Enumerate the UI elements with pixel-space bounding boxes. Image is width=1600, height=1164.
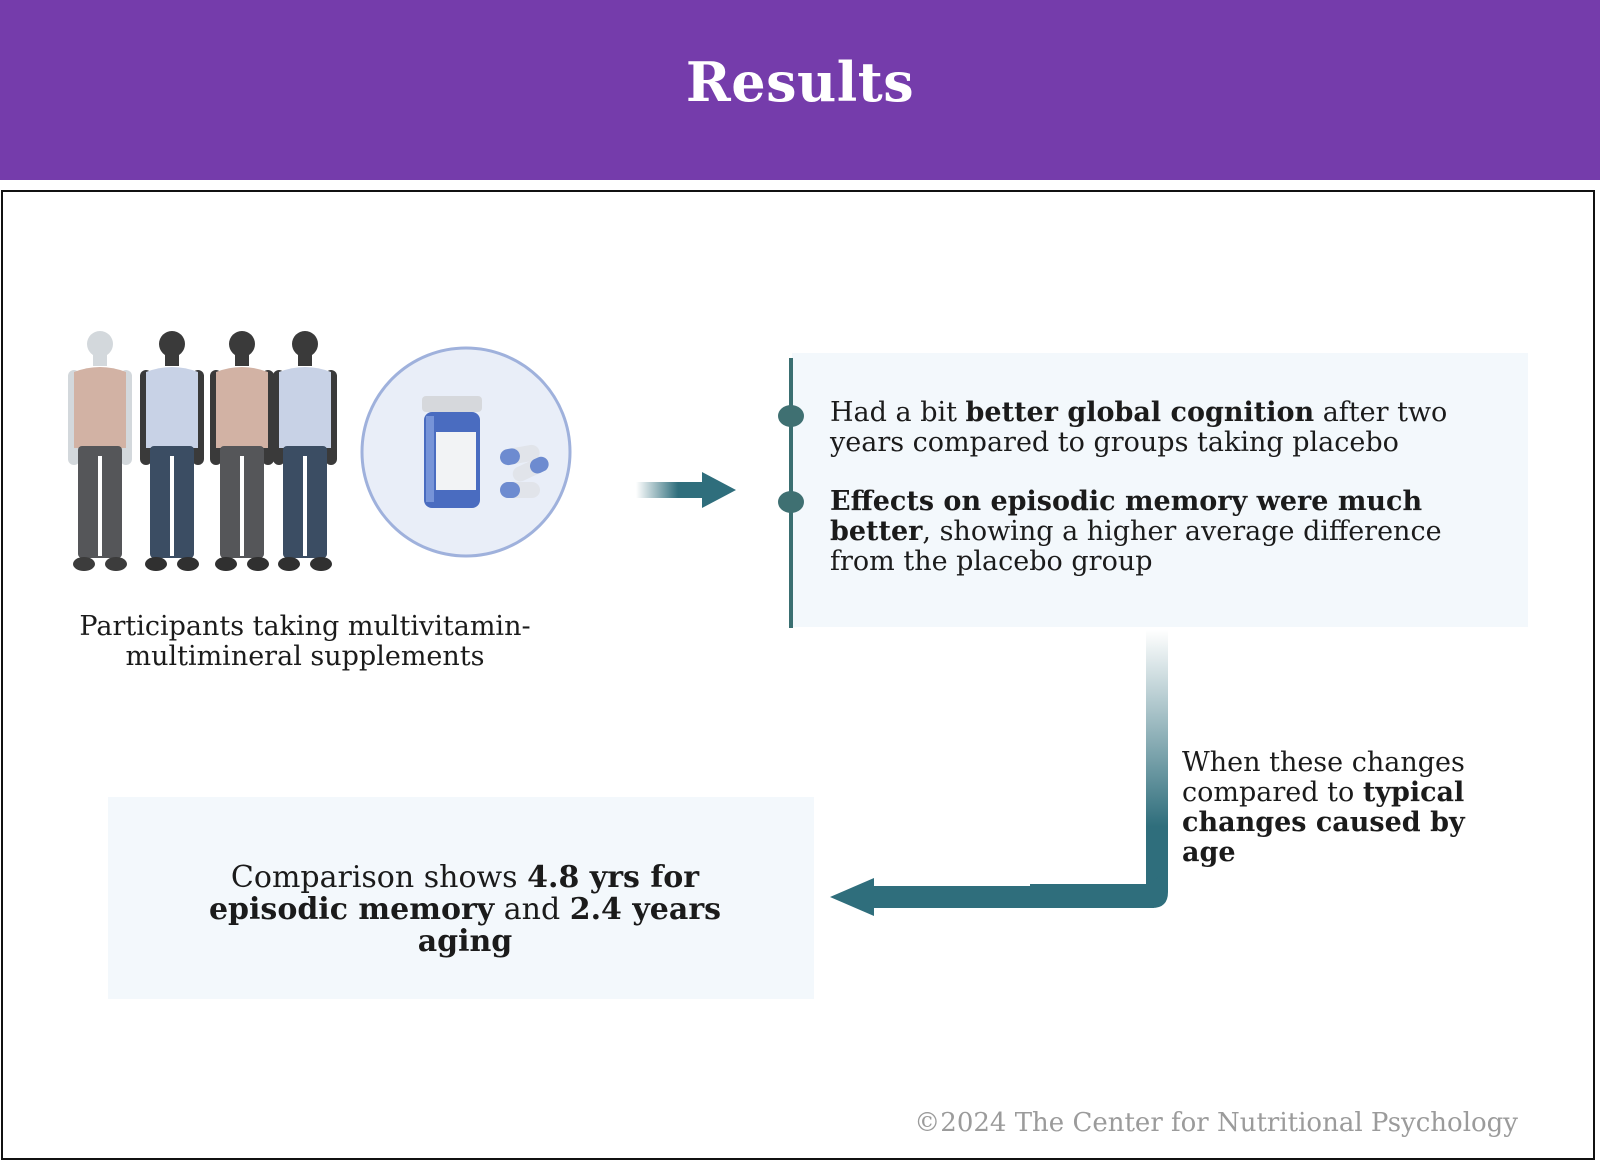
age-comparison-note: When these changes compared to typical c…	[1182, 748, 1522, 868]
findings-panel	[792, 353, 1528, 627]
copyright-footer: ©2024 The Center for Nutritional Psychol…	[914, 1108, 1518, 1138]
participants-caption: Participants taking multivitamin-multimi…	[79, 611, 531, 672]
header-banner: Results	[0, 0, 1600, 180]
comparison-emphasis: 4.8 yrs for episodic memory	[208, 860, 700, 927]
finding-text: after two years compared to groups takin…	[830, 397, 1448, 458]
comparison-panel	[108, 797, 814, 999]
person-icon	[140, 331, 204, 571]
content-frame	[1, 190, 1595, 1160]
bullet-dot-icon	[778, 491, 804, 513]
note-emphasis: typical changes caused by age	[1182, 777, 1465, 868]
bullet-dot-icon	[778, 405, 804, 427]
comparison-result: Comparison shows 4.8 yrs for episodic me…	[160, 862, 770, 958]
finding-text: , showing a higher average difference fr…	[830, 516, 1442, 577]
person-icon	[68, 331, 132, 571]
finding-text: Had a bit	[830, 397, 966, 428]
elbow-arrow-icon	[830, 630, 1168, 916]
finding-emphasis: Effects on episodic memory were much bet…	[830, 486, 1423, 547]
finding-global-cognition: Had a bit better global cognition after …	[830, 398, 1490, 458]
person-icon	[210, 331, 274, 571]
comparison-emphasis: 2.4 years aging	[417, 892, 722, 959]
pill-bottle-icon	[360, 346, 572, 558]
arrow-right-icon	[636, 472, 736, 508]
comparison-text: and	[494, 892, 570, 927]
page-title: Results	[685, 50, 915, 114]
participants-illustration	[68, 331, 572, 571]
capsule-icon	[500, 444, 549, 498]
finding-emphasis: better global cognition	[965, 397, 1315, 428]
comparison-text: Comparison shows	[230, 860, 528, 895]
person-icon	[273, 331, 337, 571]
finding-episodic-memory: Effects on episodic memory were much bet…	[830, 487, 1490, 577]
note-text: When these changes compared to	[1182, 747, 1465, 808]
